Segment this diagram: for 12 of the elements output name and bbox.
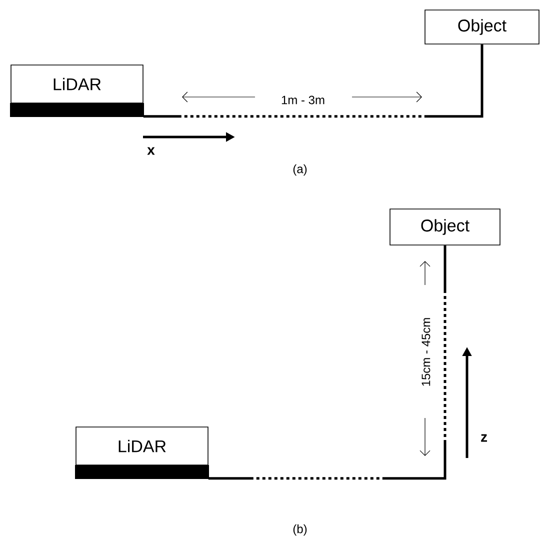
lidar-box: LiDAR bbox=[10, 64, 144, 117]
subfigure-label: (b) bbox=[293, 524, 307, 536]
subfigure-label: (a) bbox=[293, 164, 307, 176]
axis-label: x bbox=[147, 147, 155, 155]
dimension-label: 15cm - 45cm bbox=[422, 318, 430, 386]
object-box: Object bbox=[390, 208, 500, 246]
connector-line bbox=[208, 245, 446, 480]
lidar-box: LiDAR bbox=[75, 426, 209, 479]
dimension-label: 1m - 3m bbox=[282, 96, 324, 104]
axis-label: z bbox=[481, 434, 487, 442]
object-box: Object bbox=[424, 10, 540, 44]
connector-line bbox=[143, 44, 484, 118]
